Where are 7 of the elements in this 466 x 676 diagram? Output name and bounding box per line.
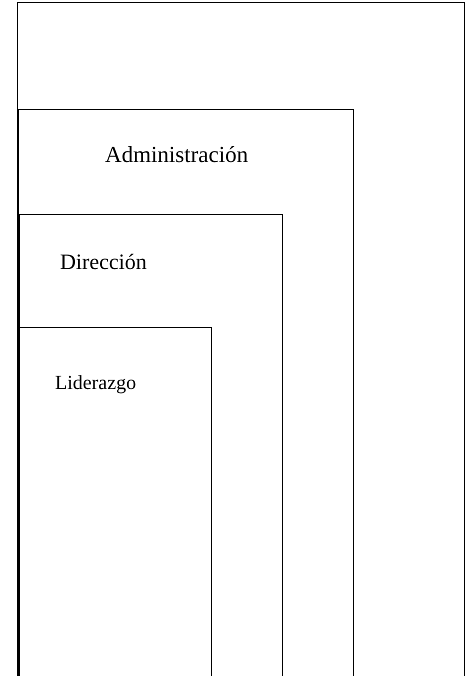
nested-box — [17, 327, 212, 676]
box-title: Liderazgo — [55, 372, 136, 395]
box-title: Dirección — [60, 249, 147, 275]
nested-box — [19, 214, 283, 676]
nested-box — [18, 109, 354, 676]
box-title: Administración — [105, 142, 248, 168]
outer-box — [17, 2, 465, 676]
